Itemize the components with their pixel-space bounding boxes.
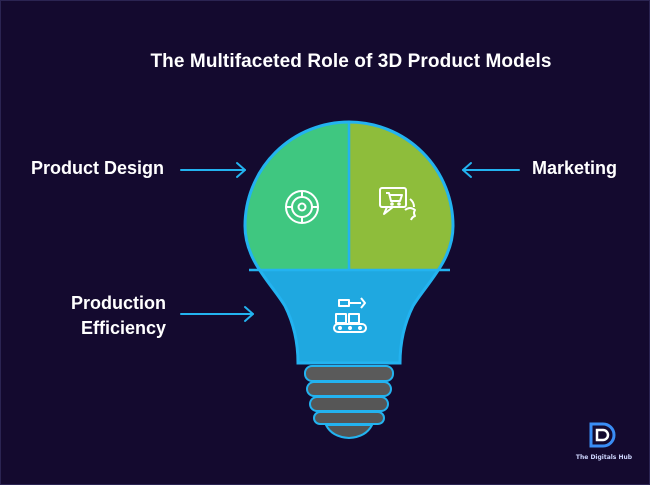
cart-speech-icon	[379, 187, 416, 221]
page-title: The Multifaceted Role of 3D Product Mode…	[150, 51, 552, 72]
label-production-efficiency: Production Efficiency	[6, 291, 166, 341]
label-line: Production	[71, 293, 166, 313]
label-marketing: Marketing	[532, 158, 618, 178]
bulb-outline	[243, 120, 455, 365]
label-product-design: Product Design	[31, 158, 165, 178]
digitals-hub-logo-icon	[589, 422, 616, 448]
arrow-right-icon	[180, 306, 254, 322]
brand-logo: The Digitals Hub	[569, 421, 639, 461]
label-line: Efficiency	[80, 318, 166, 338]
arrow-left-icon	[462, 162, 520, 178]
robot-conveyor-icon	[333, 297, 367, 333]
arrow-right-icon	[180, 162, 246, 178]
bulb-base	[304, 365, 394, 440]
marketing-segment	[349, 122, 453, 270]
logo-text: The Digitals Hub	[575, 454, 633, 461]
gear-target-icon	[285, 190, 319, 224]
